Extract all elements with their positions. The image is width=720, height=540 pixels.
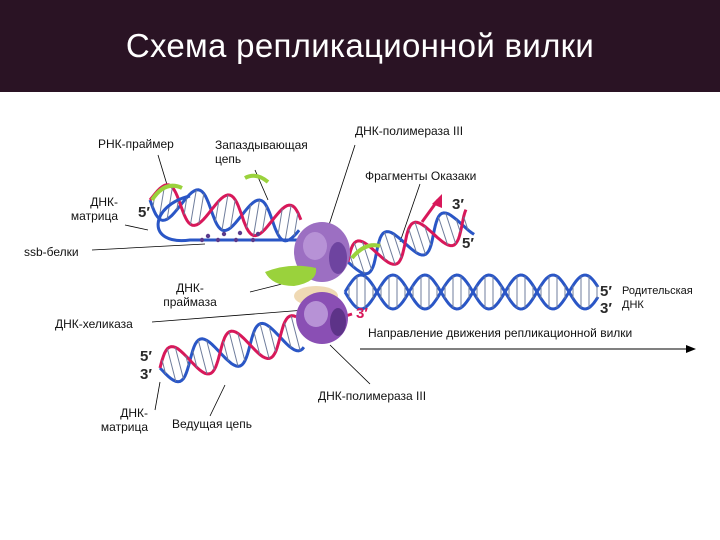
label-lagging-strand: Запаздывающая цепь (215, 138, 308, 166)
okazaki-fragment (346, 209, 468, 266)
label-dna-polymerase-top: ДНК-полимераза III (355, 124, 464, 138)
base-pairs (152, 185, 299, 241)
base-pairs (349, 212, 469, 274)
label-dna-helicase: ДНК-хеликаза (55, 317, 133, 331)
template-strand (148, 188, 301, 243)
base-pairs (348, 276, 598, 308)
end-left-top-5: 5′ (138, 204, 150, 221)
dna-helicase (296, 292, 348, 344)
label-parental-dna: Родительская ДНК (622, 285, 693, 311)
parental-helix (343, 273, 600, 311)
label-okazaki-fragments: Фрагменты Оказаки (365, 169, 477, 183)
label-dna-primase: ДНК- праймаза (163, 281, 217, 309)
okazaki-helix (346, 209, 475, 276)
label-fork-direction: Направление движения репликационной вилк… (368, 326, 633, 340)
slide-title: Схема репликационной вилки (125, 27, 595, 64)
direction-arrow (360, 345, 696, 353)
label-rna-primer: РНК-праймер (98, 137, 174, 151)
end-leading-3: 3′ (356, 305, 368, 322)
rna-primer-2 (244, 173, 270, 184)
okazaki-template (346, 211, 475, 276)
label-dna-template-bottom: ДНК- матрица (100, 406, 148, 434)
label-dna-polymerase-bottom: ДНК-полимераза III (318, 389, 427, 403)
title-bar: Схема репликационной вилки (0, 0, 720, 92)
label-leading-strand: Ведущая цепь (172, 417, 252, 431)
end-parental-3: 3′ (600, 300, 612, 317)
end-left-bottom-5: 5′ (140, 348, 152, 365)
okazaki-primer (350, 243, 381, 260)
template-strand (158, 321, 306, 384)
lagging-loop (156, 194, 300, 243)
end-left-bottom-3: 3′ (140, 366, 152, 383)
end-parental-5: 5′ (600, 283, 612, 300)
ssb-proteins (199, 230, 261, 243)
parental-strand-a (343, 273, 600, 311)
lower-left-helix (158, 314, 306, 384)
upper-left-helix (148, 183, 303, 243)
end-okazaki-5: 5′ (462, 235, 474, 252)
base-pairs (161, 315, 301, 382)
label-ssb-proteins: ssb-белки (24, 245, 79, 259)
rna-primer (150, 183, 183, 202)
okazaki-arrow (420, 194, 442, 223)
label-dna-template-top: ДНК- матрица (70, 195, 118, 223)
leading-strand (158, 314, 297, 376)
parental-strand-b (343, 273, 600, 311)
end-okazaki-3: 3′ (452, 196, 464, 213)
